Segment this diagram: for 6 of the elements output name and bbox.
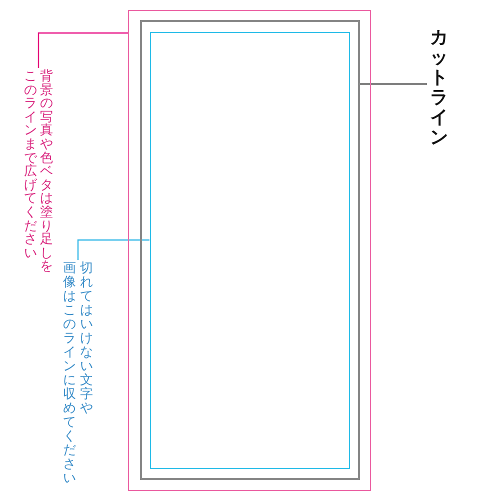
- leader-line: [38, 32, 128, 68]
- note-text: 背景の写真や色ベタは塗り足しをこのラインまで広げてください: [24, 70, 53, 274]
- note-text: 切れてはいけない文字や画像はこのラインに収めてください: [63, 262, 93, 486]
- leader-line: [77, 239, 150, 260]
- leader-line: [360, 83, 427, 85]
- cut-line-label: カットライン: [430, 28, 448, 148]
